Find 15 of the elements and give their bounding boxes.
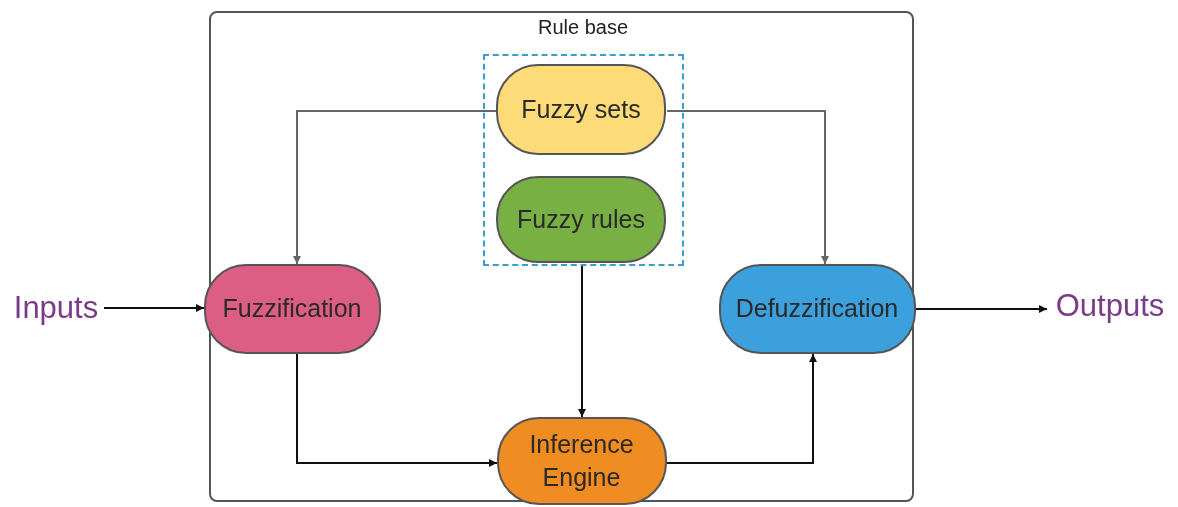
output-label: Outputs	[1047, 286, 1173, 326]
process-box: Defuzzification	[718, 263, 916, 354]
arrow	[293, 110, 498, 265]
arrow	[666, 353, 817, 464]
arrow	[666, 110, 829, 265]
arrow	[296, 353, 498, 467]
arrow	[915, 305, 1048, 313]
process-box: Inference Engine	[496, 416, 667, 505]
arrow	[103, 304, 205, 312]
process-box: Fuzzy sets	[496, 64, 666, 155]
process-box: Fuzzy rules	[496, 176, 666, 263]
input-label: Inputs	[8, 288, 104, 328]
group-heading: Rule base	[536, 15, 630, 39]
arrow	[578, 263, 586, 418]
process-box: Fuzzification	[203, 263, 381, 354]
